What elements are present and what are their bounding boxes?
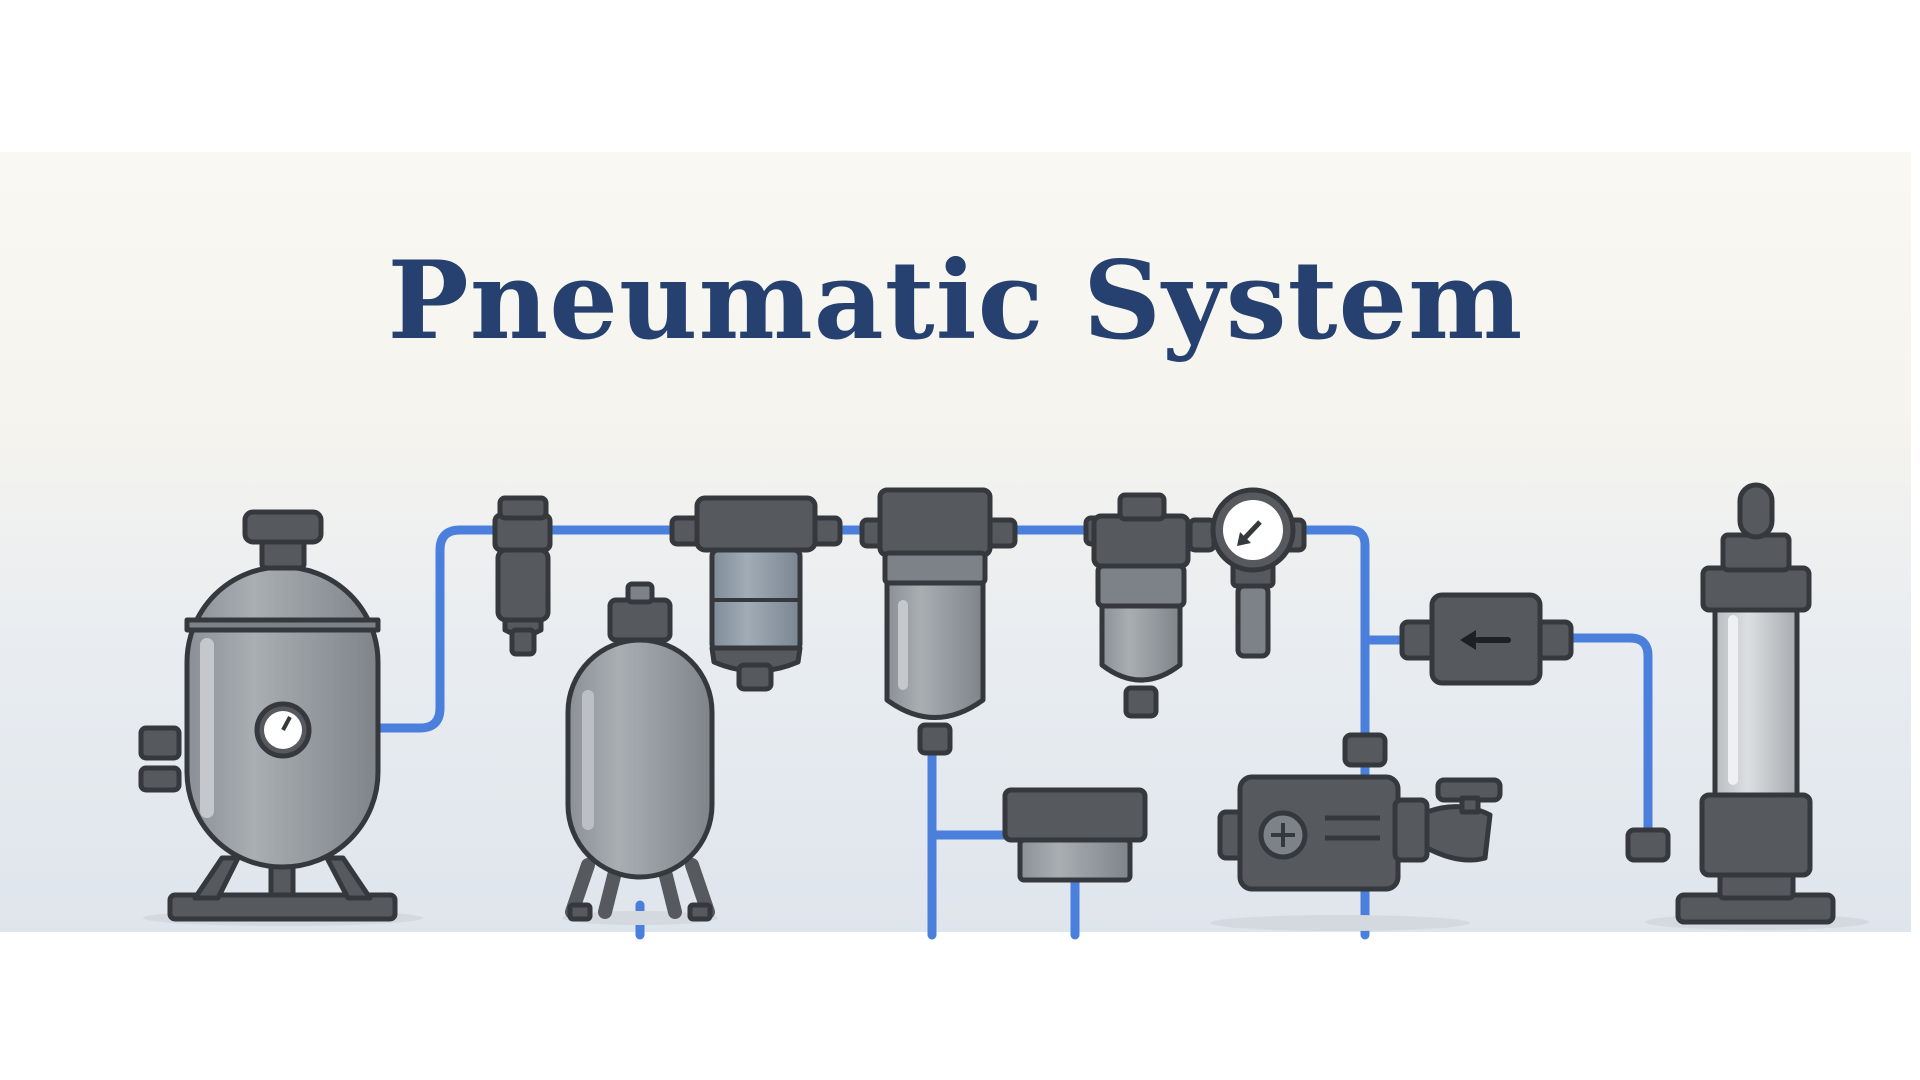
coalescing-filter xyxy=(859,487,1018,756)
compressor-unit xyxy=(1210,732,1503,931)
water-separator xyxy=(492,495,553,657)
tank-pressure-gauge-icon xyxy=(254,701,312,759)
directional-control-valve xyxy=(1399,592,1574,686)
compressor-plus-icon xyxy=(1258,810,1308,860)
valve-flow-arrow-icon xyxy=(1460,630,1511,650)
diagram-title: Pneumatic System xyxy=(387,238,1524,364)
filter-regulator xyxy=(1187,487,1307,659)
air-dryer xyxy=(1083,492,1191,719)
particulate-filter xyxy=(669,495,843,692)
air-receiver-tank xyxy=(138,509,423,926)
pneumatic-cylinder xyxy=(1625,482,1869,930)
pipe-valve-to-cylinder xyxy=(1560,633,1653,848)
secondary-receiver-tank xyxy=(562,581,718,925)
regulator-pressure-gauge-icon xyxy=(1210,487,1296,573)
pipe-tank-to-separator xyxy=(375,525,500,733)
drain-trap xyxy=(1002,787,1148,883)
pipe-main-header xyxy=(543,525,1370,940)
